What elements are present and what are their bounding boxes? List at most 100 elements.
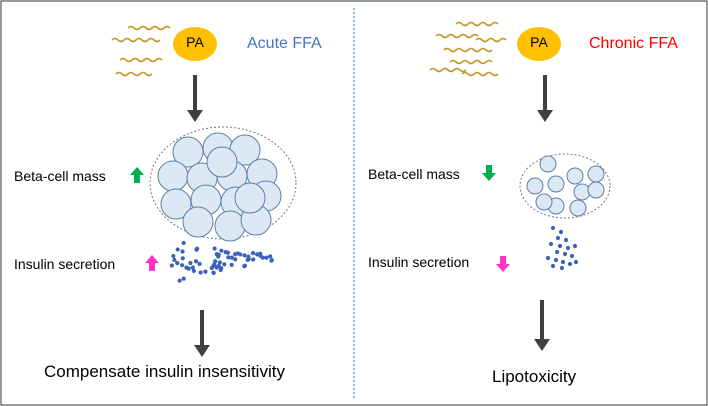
insulin-granule (216, 254, 221, 259)
beta-cell (214, 210, 246, 242)
insulin-granule (226, 255, 231, 260)
insulin-granule (251, 257, 256, 262)
insulin-granule (567, 261, 573, 267)
insulin-granule (550, 225, 556, 231)
insulin-granule (217, 260, 222, 265)
insulin-granule (175, 261, 180, 266)
insulin-granule (180, 256, 185, 261)
insulin-granule (180, 263, 185, 268)
insulin-granule (198, 270, 203, 275)
squiggle-chain-icon (127, 25, 171, 31)
insulin-granule (565, 245, 571, 251)
pa-label: PA (530, 34, 548, 50)
squiggle-chain-icon (435, 33, 479, 39)
beta-cell (587, 165, 605, 183)
insulin-granule (197, 261, 202, 267)
insulin-granule (554, 249, 560, 255)
beta-cell (566, 167, 584, 185)
insulin-granule (181, 276, 186, 281)
panel-acute (111, 25, 297, 357)
insulin-granule (264, 255, 269, 260)
beta-cell (157, 160, 189, 192)
insulin-granule (559, 265, 565, 271)
squiggle-chain-icon (455, 21, 499, 27)
insulin-granule (219, 248, 224, 253)
pa-label: PA (186, 34, 204, 50)
insulin-granule (269, 258, 274, 263)
insulin-granule (169, 263, 174, 268)
insulin-granule (188, 260, 193, 266)
beta-cell-mass-label: Beta-cell mass (368, 166, 460, 182)
up-arrow-icon (145, 255, 159, 271)
insulin-granule (555, 235, 561, 241)
insulin-secretion-label: Insulin secretion (368, 254, 470, 270)
condition-label-acute: Acute FFA (247, 35, 322, 52)
insulin-granule (193, 259, 199, 264)
insulin-granule (242, 253, 247, 258)
beta-cell (547, 175, 565, 193)
insulin-granule (255, 252, 260, 257)
squiggle-chain-icon (475, 37, 507, 43)
beta-cell (569, 199, 587, 217)
insulin-granule (242, 263, 248, 268)
insulin-granule (172, 257, 177, 263)
insulin-granule (171, 253, 176, 259)
beta-cell (172, 136, 204, 168)
insulin-granule (218, 267, 223, 273)
insulin-granule (229, 255, 235, 260)
squiggle-chain-icon (443, 47, 493, 53)
beta-cell (160, 188, 192, 220)
insulin-granule (238, 252, 243, 257)
insulin-granule (250, 250, 256, 256)
insulin-granule (246, 256, 251, 262)
insulin-secretion-label: Insulin secretion (14, 256, 116, 272)
beta-cell (206, 146, 238, 178)
flow-arrow-head (187, 110, 203, 122)
beta-cell (573, 183, 591, 201)
insulin-granule (268, 254, 273, 259)
insulin-granule (563, 237, 569, 243)
insulin-granule (211, 270, 216, 275)
insulin-granule (548, 241, 554, 247)
beta-cell (234, 182, 266, 214)
outcome-label-acute: Compensate insulin insensitivity (44, 362, 285, 381)
insulin-granule (213, 259, 218, 264)
squiggle-chain-icon (461, 71, 499, 77)
squiggle-chain-icon (429, 67, 467, 73)
insulin-granule (211, 263, 216, 268)
up-arrow-icon (130, 167, 144, 183)
down-arrow-icon (482, 165, 496, 181)
flow-arrow-head (537, 110, 553, 122)
beta-cell (539, 155, 557, 173)
insulin-granule (553, 257, 559, 263)
insulin-granule (569, 253, 575, 259)
outcome-label-chronic: Lipotoxicity (492, 367, 577, 386)
insulin-granule (558, 229, 564, 235)
insulin-granule (212, 246, 217, 251)
insulin-granule (260, 255, 265, 260)
condition-label-chronic: Chronic FFA (589, 35, 678, 52)
insulin-granule (177, 278, 182, 283)
insulin-granule (216, 263, 221, 269)
insulin-granule (191, 268, 196, 273)
insulin-granule (233, 257, 238, 262)
insulin-granule (223, 249, 228, 255)
insulin-granule (560, 259, 566, 265)
beta-cell (182, 206, 214, 238)
insulin-granule (572, 243, 578, 249)
pa-molecule (173, 27, 217, 61)
insulin-granule (222, 262, 227, 267)
insulin-granule (184, 265, 189, 270)
insulin-granule (180, 249, 185, 254)
squiggle-chain-icon (111, 37, 161, 43)
panel-chronic (429, 21, 611, 351)
beta-cell-mass-label: Beta-cell mass (14, 168, 106, 184)
insulin-granule (203, 269, 208, 274)
insulin-granule (190, 265, 195, 270)
insulin-granule (229, 262, 234, 267)
beta-cell (526, 177, 544, 195)
insulin-granule (557, 243, 563, 249)
flow-arrow-head (194, 345, 210, 357)
islet-outline (519, 153, 611, 219)
